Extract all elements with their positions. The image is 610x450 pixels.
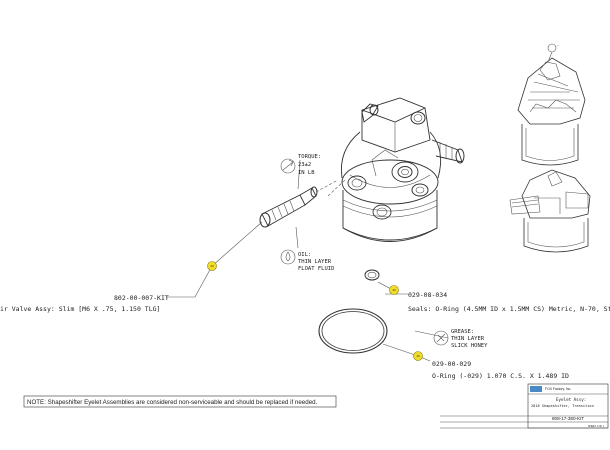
part-number-30: 029-08-034 (408, 291, 447, 299)
part-number-40: 029-00-029 (432, 360, 471, 368)
note-text: NOTE: Shapeshifter Eyelet Assemblies are… (27, 399, 318, 406)
torque-line3: IN LB (298, 170, 315, 176)
part-number-20: 802-00-007-KIT (114, 294, 169, 302)
part-description-20: ir Valve Assy: Slim [M6 X .75, 1.150 TLG… (0, 305, 160, 313)
air-valve-part (259, 179, 346, 228)
oil-line2: THIN LAYER (298, 259, 332, 265)
fox-logo (530, 386, 542, 392)
oil-line1: OIL: (298, 252, 311, 258)
torque-line2: 23±2 (298, 162, 311, 168)
grease-line1: GREASE: (451, 329, 474, 335)
grease-callout: GREASE: THIN LAYER SLICK HONEY (433, 329, 488, 349)
title-line2: 2018 Shapeshifter, Transition (531, 404, 594, 408)
torque-line1: TORQUE: (298, 154, 321, 160)
title-block: FOX Factory, Inc. Eyelet Assy: 2018 Shap… (440, 383, 609, 429)
sheet-number: SHEET 1 OF 1 (588, 425, 605, 428)
drawing-number: 808-17-380-KIT (552, 416, 584, 421)
balloon-40: 40 (413, 351, 423, 361)
svg-text:40: 40 (416, 354, 420, 358)
oil-callout: OIL: THIN LAYER FLOAT FLUID (280, 249, 334, 272)
small-o-ring (364, 269, 380, 281)
grease-line2: THIN LAYER (451, 336, 485, 342)
company-name: FOX Factory, Inc. (545, 387, 571, 391)
section-top-note: ⋯ (557, 43, 559, 47)
large-o-ring (318, 308, 388, 354)
balloon-20: 20 (207, 261, 217, 271)
note-box (23, 395, 337, 408)
title-line1: Eyelet Assy: (556, 397, 586, 402)
grease-line3: SLICK HONEY (451, 343, 488, 349)
eyelet-body (340, 97, 465, 242)
svg-text:20: 20 (210, 264, 214, 268)
part-description-40: O-Ring (-029) 1.070 C.S. X 1.489 ID (432, 372, 569, 380)
torque-callout: TORQUE: 23±2 IN LB (280, 154, 321, 176)
section-view-bottom (509, 169, 591, 253)
balloon-30: 30 (389, 285, 399, 295)
svg-text:30: 30 (392, 288, 396, 292)
part-description-30: Seals: O-Ring (4.5MM ID x 1.5MM CS) Metr… (408, 305, 610, 313)
oil-line3: FLOAT FLUID (298, 266, 334, 272)
section-view-top: ⋯ (517, 43, 586, 166)
